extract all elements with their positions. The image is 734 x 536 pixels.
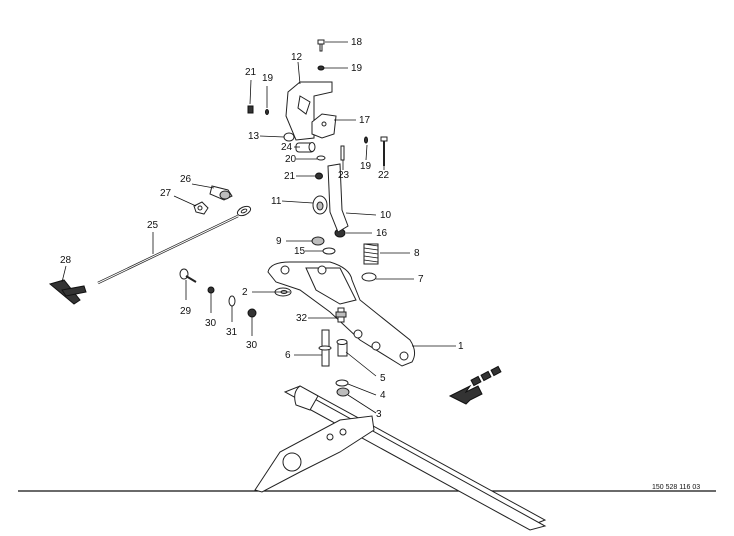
callout-26: 26 <box>180 174 192 185</box>
lever-part-10 <box>327 163 349 233</box>
callout-6: 6 <box>285 350 291 361</box>
nut-part-21a <box>247 105 254 114</box>
pin-part-6 <box>318 329 332 367</box>
callout-11: 11 <box>271 196 282 207</box>
rod-part-25 <box>97 205 252 285</box>
clevis-part-17 <box>311 113 337 139</box>
callout-19-top: 19 <box>351 63 363 74</box>
callout-17: 17 <box>359 115 371 126</box>
callout-20: 20 <box>285 154 297 165</box>
callout-16: 16 <box>376 228 388 239</box>
clip-part-27 <box>193 201 209 215</box>
nut-part-3 <box>336 387 350 397</box>
handle-part-28 <box>48 279 87 305</box>
pin-part-19-right <box>364 136 368 144</box>
callout-19-left: 19 <box>262 73 274 84</box>
nut-part-19-top <box>317 65 325 71</box>
document-number: 150 528 116 03 <box>652 484 701 491</box>
callout-10: 10 <box>380 210 392 221</box>
callout-30-right: 30 <box>246 340 258 351</box>
callout-8: 8 <box>414 248 420 259</box>
callout-29: 29 <box>180 306 192 317</box>
knob-part-26 <box>209 185 233 201</box>
pin-part-23 <box>340 145 345 161</box>
callout-1: 1 <box>458 341 464 352</box>
frame-arm <box>254 415 375 493</box>
callout-2: 2 <box>242 287 248 298</box>
bushing-part-5 <box>336 339 348 357</box>
callout-27: 27 <box>160 188 172 199</box>
nut-part-13 <box>283 132 295 142</box>
callout-28: 28 <box>60 255 72 266</box>
callout-12: 12 <box>291 52 303 63</box>
callout-21-center: 21 <box>284 171 296 182</box>
callout-5: 5 <box>380 373 386 384</box>
callout-32: 32 <box>296 313 308 324</box>
pin-part-19-left <box>265 109 269 115</box>
callout-4: 4 <box>380 390 386 401</box>
bracket-part-12 <box>285 81 333 141</box>
callout-7: 7 <box>418 274 424 285</box>
washer-part-7 <box>361 272 377 282</box>
callout-31: 31 <box>226 327 238 338</box>
nut-part-30b <box>247 308 257 318</box>
callout-19-right: 19 <box>360 161 372 172</box>
callout-13: 13 <box>248 131 260 142</box>
spring-part-8 <box>363 243 379 265</box>
nut-part-30a <box>207 286 215 294</box>
bolt-part-32 <box>335 307 347 323</box>
callout-23: 23 <box>338 170 350 181</box>
callout-30-left: 30 <box>205 318 217 329</box>
washer-part-31 <box>228 295 236 307</box>
washer-part-4 <box>335 379 349 387</box>
eye-bolt-part-11 <box>312 195 328 215</box>
sleeve-part-24 <box>295 142 316 153</box>
washer-part-15 <box>322 247 336 255</box>
eye-bolt-part-29 <box>179 268 197 283</box>
callout-9: 9 <box>276 236 282 247</box>
callout-15: 15 <box>294 246 306 257</box>
direction-arrow <box>448 365 502 405</box>
washer-part-20 <box>316 155 326 161</box>
callout-22: 22 <box>378 170 390 181</box>
leader-lines <box>61 41 456 414</box>
nut-part-9 <box>311 236 325 246</box>
callout-24: 24 <box>281 142 293 153</box>
callout-3: 3 <box>376 409 382 420</box>
pin-part-22 <box>380 136 388 166</box>
callout-18: 18 <box>351 37 363 48</box>
callout-21-top: 21 <box>245 67 257 78</box>
screw-part-18 <box>317 39 325 52</box>
nut-part-21b <box>315 172 323 180</box>
callout-25: 25 <box>147 220 159 231</box>
